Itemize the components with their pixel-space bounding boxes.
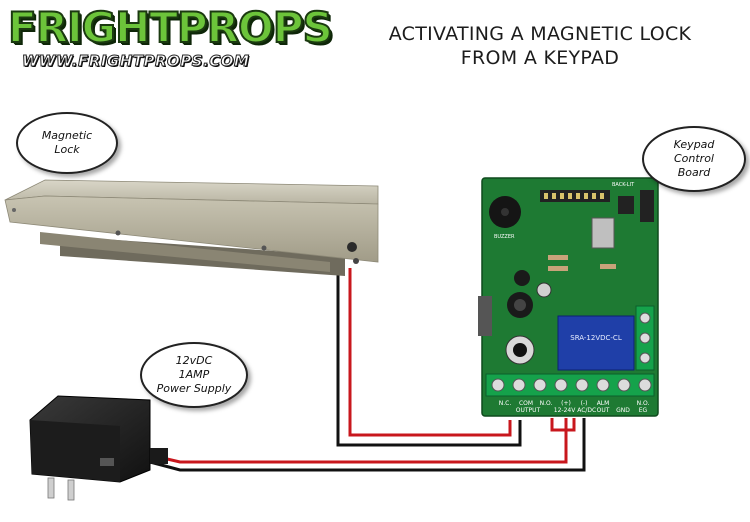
power-supply [29, 395, 168, 501]
terminal-sublabel-eg: EG [639, 407, 648, 414]
title-line-1: ACTIVATING A MAGNETIC LOCK [388, 23, 692, 45]
callout-power-supply: 12vDC 1AMP Power Supply [140, 342, 248, 408]
lock-wire-black [336, 268, 522, 447]
psu-wire-red [149, 418, 568, 464]
terminal-sublabel-output: OUTPUT [516, 407, 541, 414]
keypad-control-board: SRA-12VDC-CL TAMPER ACT N.C. COM N.O. (+… [478, 177, 669, 417]
terminal-sublabel-power: 12-24V AC/DC [554, 407, 596, 414]
magnetic-lock [4, 179, 379, 276]
board-jumper-red [550, 418, 576, 432]
terminal-label-gnd: GND [616, 407, 630, 414]
terminal-label-alm: ALM [597, 400, 610, 407]
terminal-label-com: COM [519, 400, 533, 407]
callout-magnetic-lock-text: Magnetic Lock [41, 129, 93, 156]
board-top-label: BACK-LIT [612, 182, 635, 188]
psu-wire-black [149, 418, 586, 472]
terminal-label-no2: N.O. [637, 400, 650, 407]
callout-magnetic-lock: Magnetic Lock [16, 112, 118, 174]
terminal-label-no: N.O. [540, 400, 553, 407]
title-line-2: FROM A KEYPAD [460, 47, 620, 69]
terminal-label-plus: (+) [561, 400, 571, 407]
relay-label: SRA-12VDC-CL [570, 334, 622, 342]
side-label-act: ACT [662, 352, 669, 364]
terminal-label-minus: (-) [581, 400, 588, 407]
terminal-label-nc: N.C. [499, 400, 512, 407]
terminal-sublabel-out: OUT [597, 407, 610, 414]
diagram-title: ACTIVATING A MAGNETIC LOCK FROM A KEYPAD [330, 22, 750, 70]
callout-keypad-board: Keypad Control Board [642, 126, 746, 192]
side-label-tamper: TAMPER [662, 329, 669, 354]
callout-power-supply-text: 12vDC 1AMP Power Supply [156, 354, 232, 395]
callout-keypad-board-text: Keypad Control Board [673, 138, 715, 179]
lock-wire-red [348, 268, 512, 437]
logo-url-text: WWW.FRIGHTPROPS.COM [21, 52, 250, 71]
logo-brand-text: FRIGHTPROPS [7, 3, 334, 53]
frightprops-logo: FRIGHTPROPS WWW.FRIGHTPROPS.COM [7, 3, 334, 78]
buzzer-label: BUZZER [494, 234, 515, 240]
